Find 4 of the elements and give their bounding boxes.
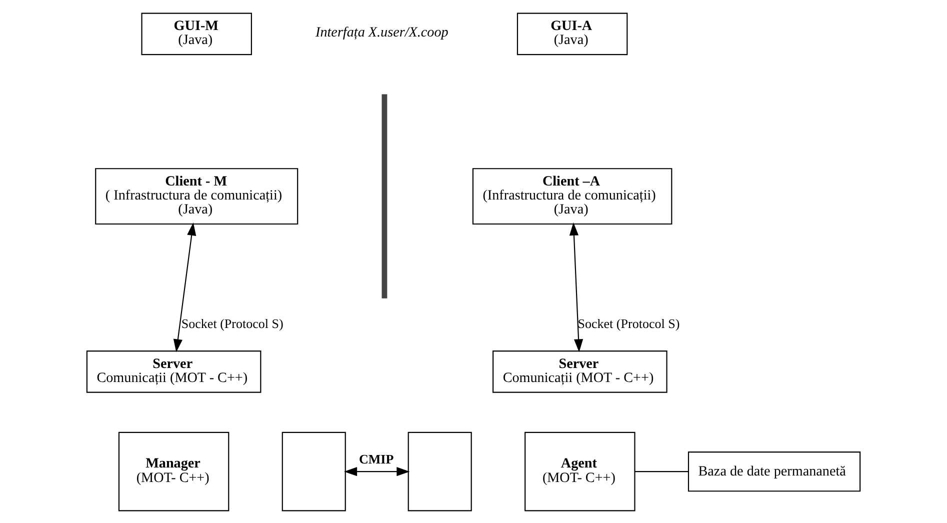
label: Interfața X.user/X.coop [316, 24, 448, 40]
edge-label: Socket (Protocol S) [181, 315, 284, 330]
edge-label: CMIP [358, 451, 394, 466]
edge-label: Socket (Protocol S) [578, 315, 680, 330]
